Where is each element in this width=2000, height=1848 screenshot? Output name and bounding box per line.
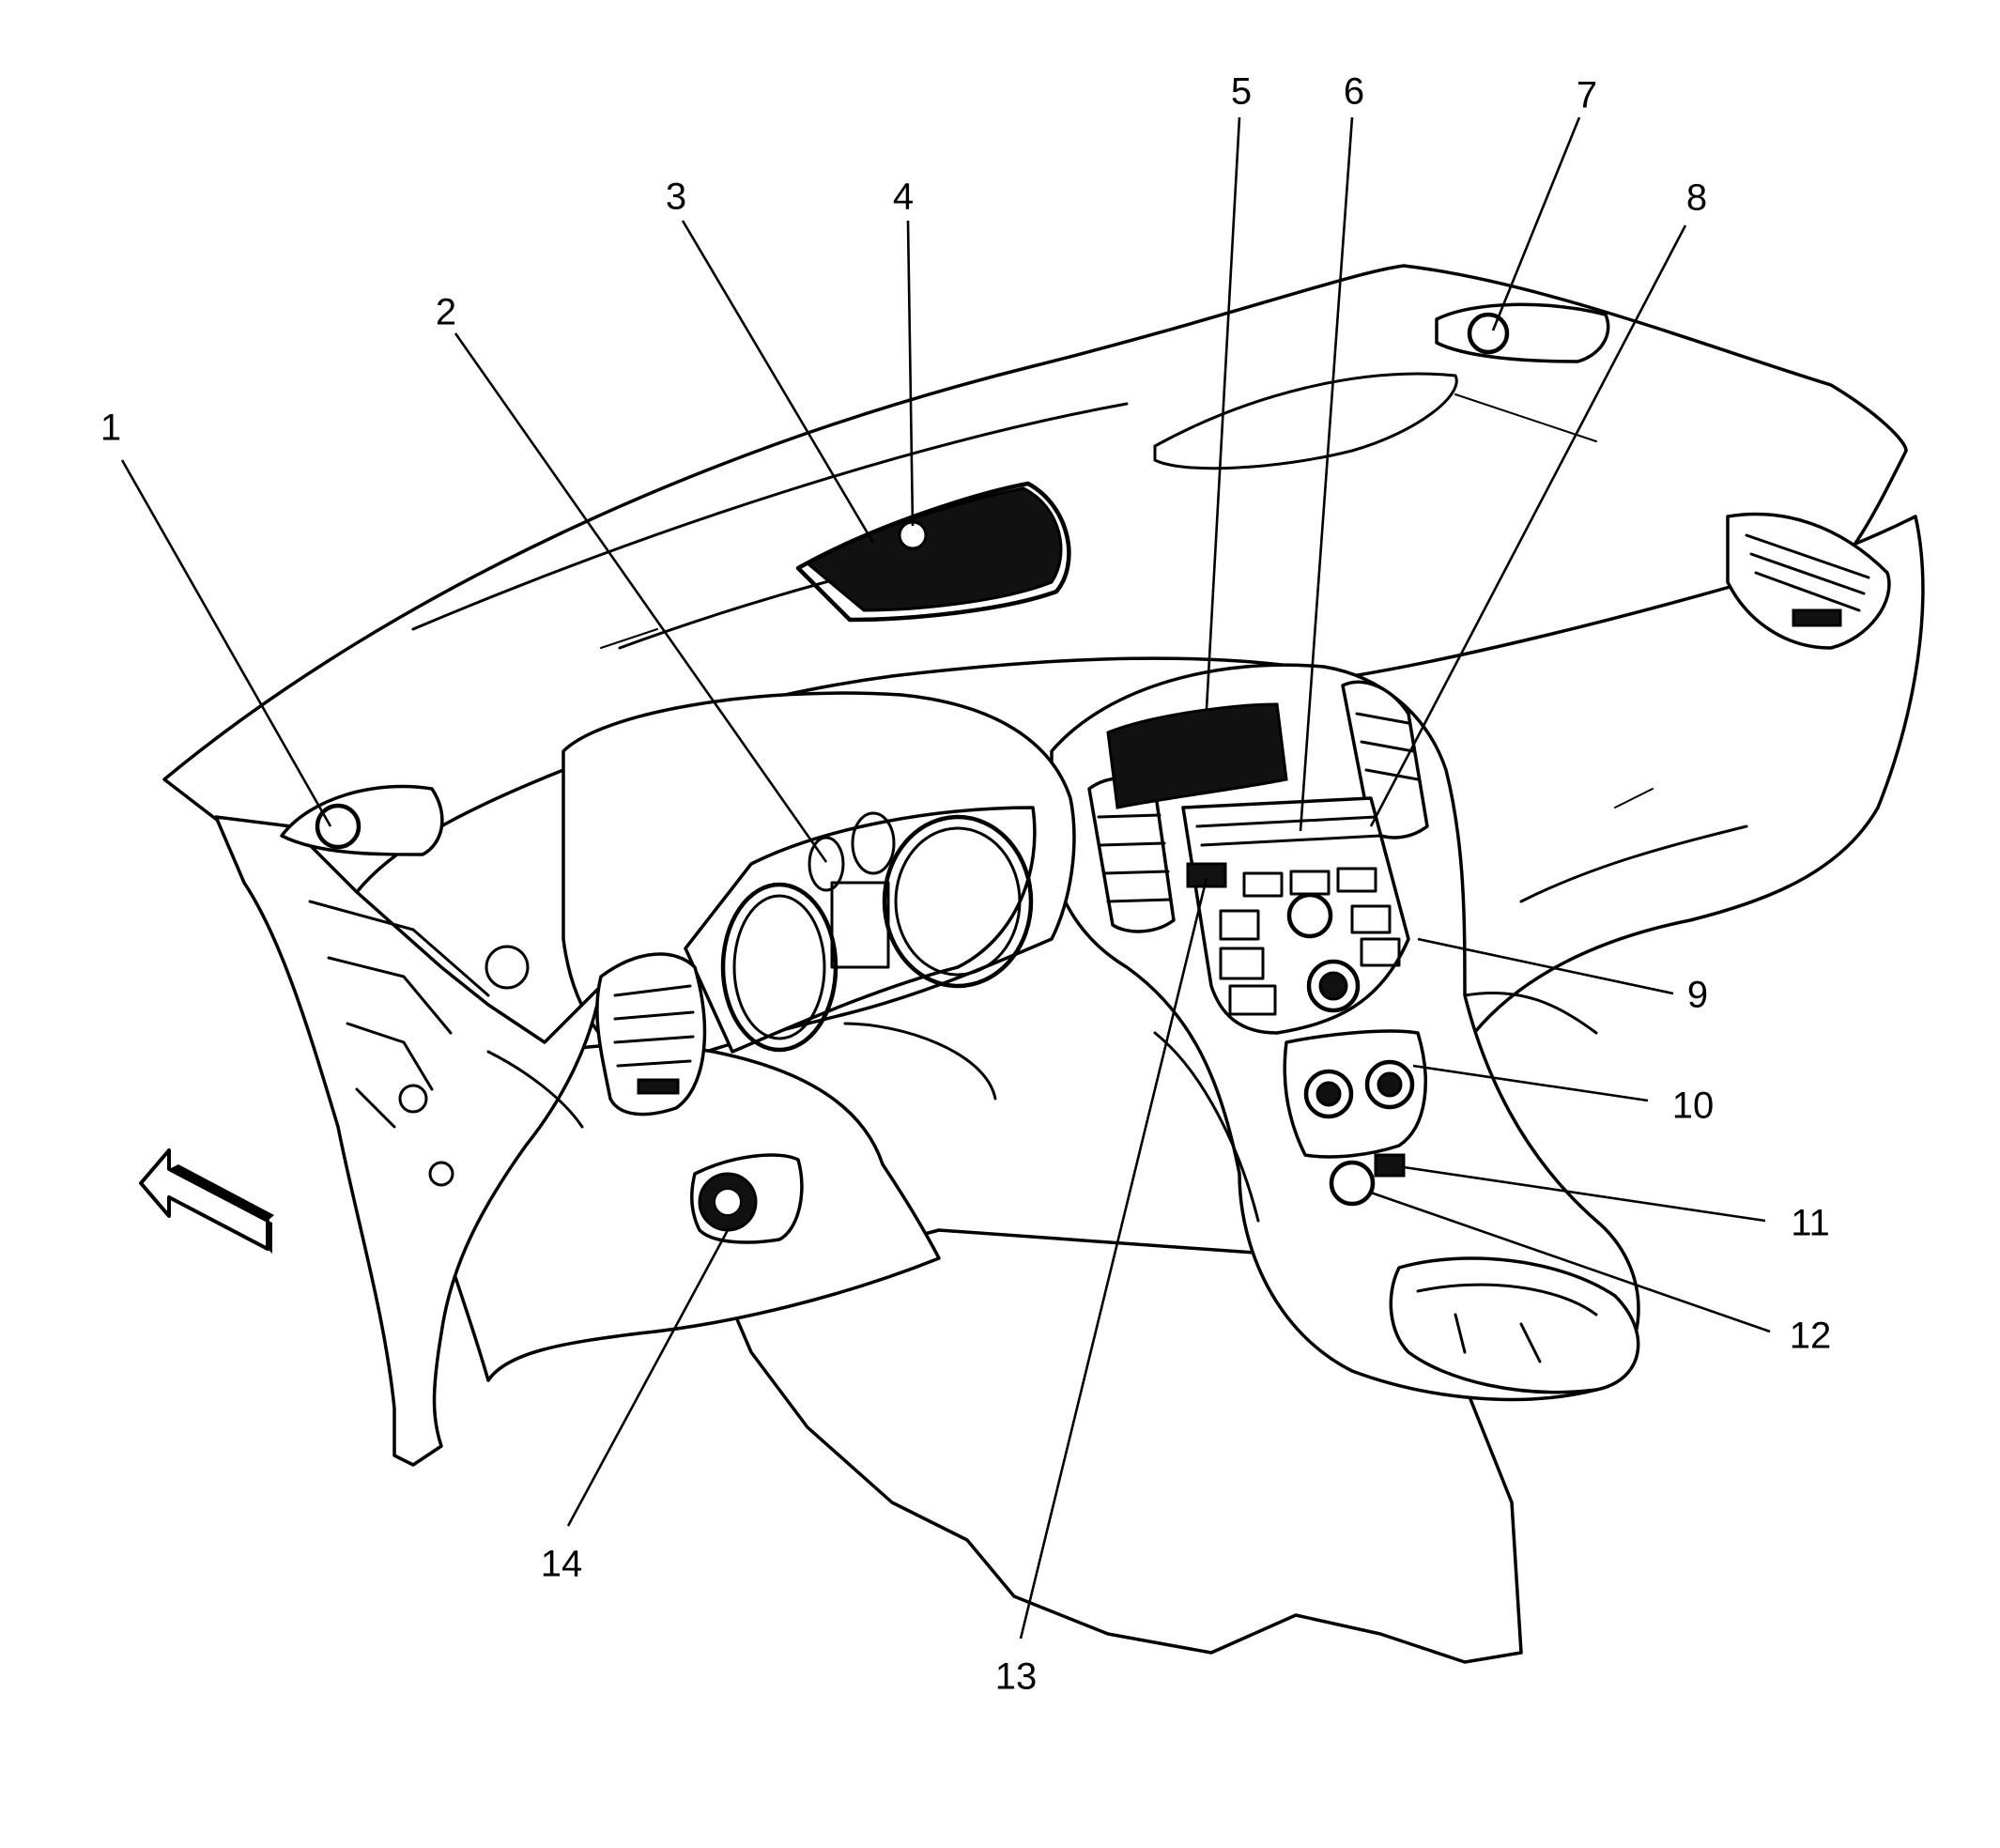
left-side-bracket — [214, 815, 603, 1467]
callout-labels: 1 2 3 4 5 6 7 8 9 10 11 12 13 14 — [100, 71, 1831, 1698]
leader-lines — [120, 116, 1771, 1640]
callout-7: 7 — [1577, 75, 1597, 116]
callout-5: 5 — [1231, 71, 1252, 113]
instrument-panel-drawing — [162, 264, 1925, 1664]
leader-10 — [1412, 1064, 1649, 1102]
leader-1 — [120, 459, 332, 827]
leader-8 — [1369, 224, 1687, 827]
callout-1: 1 — [100, 408, 121, 449]
leader-2 — [454, 332, 828, 863]
leader-12 — [1370, 1191, 1771, 1333]
callout-8: 8 — [1686, 177, 1707, 219]
leader-5 — [1205, 116, 1241, 710]
callout-4: 4 — [893, 177, 914, 218]
leader-7 — [1491, 116, 1581, 331]
leader-14 — [566, 1229, 730, 1527]
leader-9 — [1417, 937, 1674, 995]
callout-3: 3 — [666, 177, 686, 218]
leader-13 — [1019, 877, 1208, 1640]
front-direction-arrow-icon — [139, 1148, 274, 1254]
leader-11 — [1403, 1165, 1766, 1223]
callout-6: 6 — [1344, 71, 1364, 113]
callout-11: 11 — [1791, 1203, 1830, 1244]
callout-10: 10 — [1672, 1086, 1715, 1127]
callout-14: 14 — [541, 1544, 583, 1585]
callout-9: 9 — [1687, 975, 1708, 1016]
callout-2: 2 — [436, 292, 456, 333]
leader-4 — [906, 220, 915, 527]
callout-12: 12 — [1790, 1316, 1832, 1357]
leader-6 — [1299, 116, 1354, 832]
callout-13: 13 — [995, 1656, 1038, 1698]
leader-3 — [681, 220, 875, 544]
